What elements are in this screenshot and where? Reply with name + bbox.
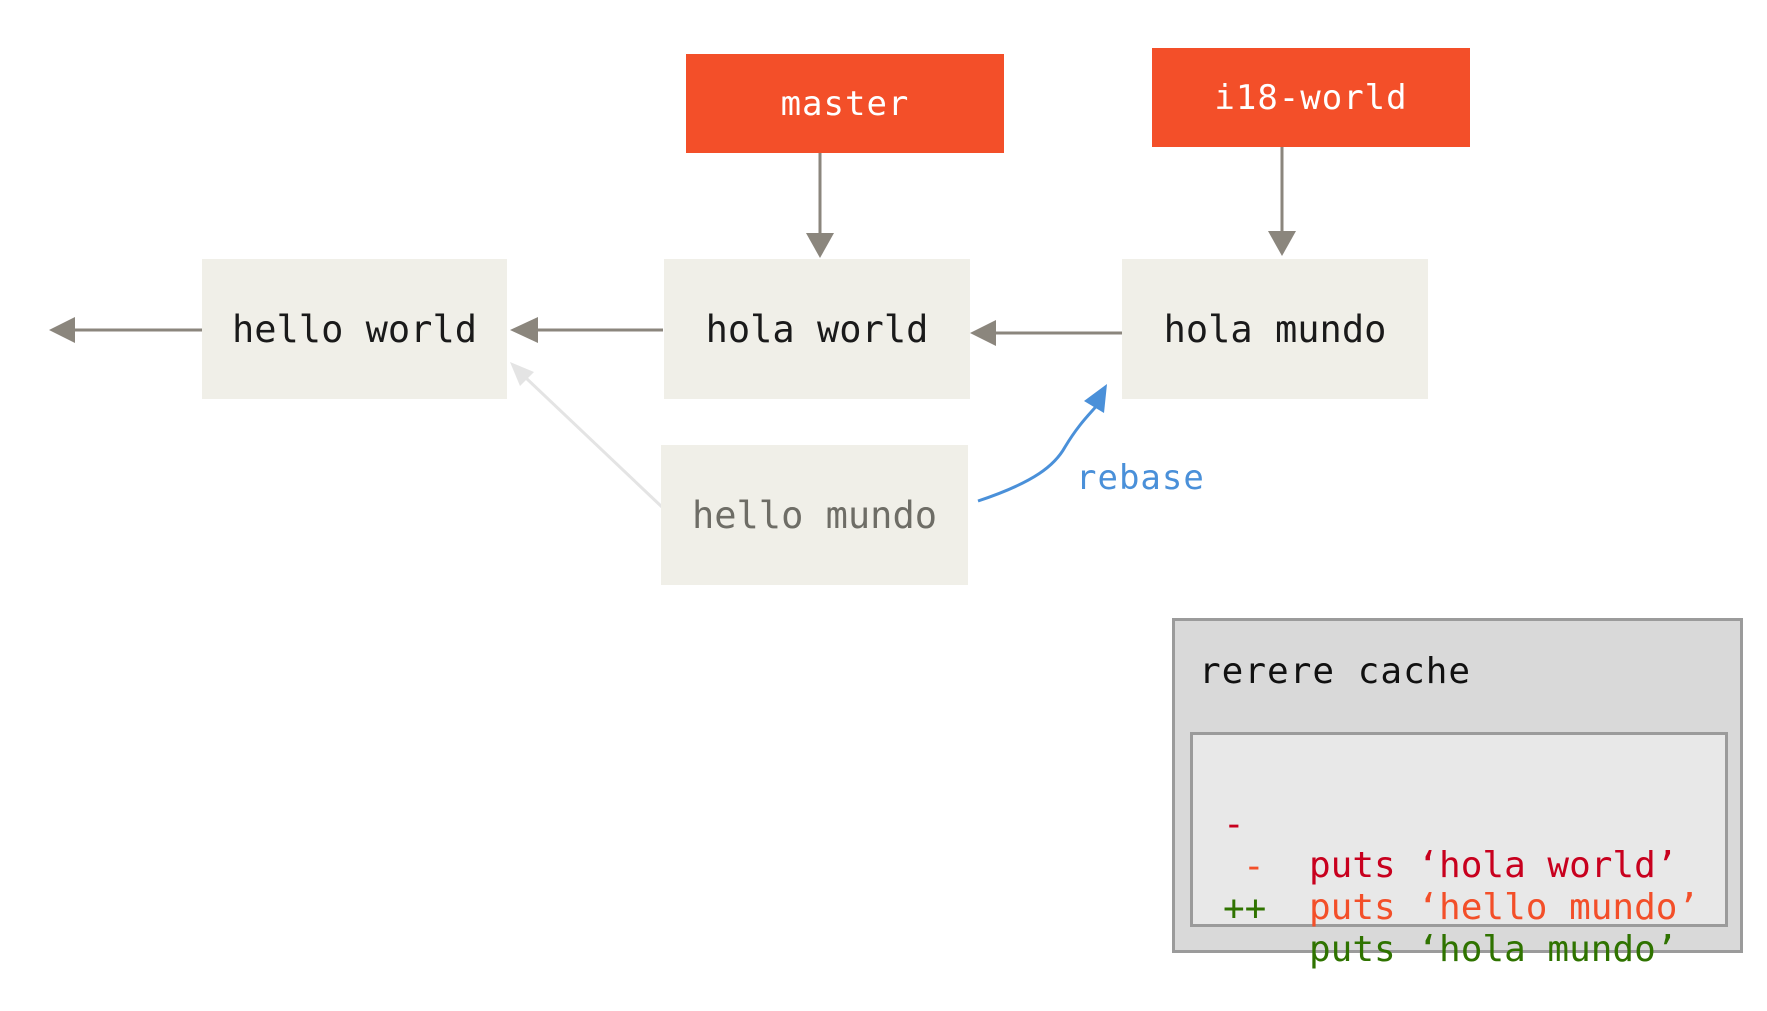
commit-hola-mundo: hola mundo: [1122, 259, 1428, 399]
commit-hola-world-label: hola world: [705, 307, 929, 351]
commit-hola-world: hola world: [664, 259, 970, 399]
diff-line: ++ puts ‘hola mundo’: [1193, 847, 1725, 1011]
parent-arrow: [49, 317, 202, 343]
diff-line: - puts ‘hola world’: [1193, 763, 1725, 927]
hola-mundo-to-hola-world-arrow: [970, 320, 1122, 346]
rebase-arrow: [977, 384, 1107, 503]
i18-world-pointer-arrow: [1268, 147, 1296, 256]
branch-master-label: master: [780, 83, 910, 124]
diff-prefix: -: [1243, 846, 1265, 887]
commit-hello-mundo-label: hello mundo: [691, 493, 938, 537]
rerere-cache-box: rerere cache - puts ‘hola world’ - puts …: [1172, 618, 1743, 970]
rerere-cache-diff: - puts ‘hola world’ - puts ‘hello mundo’…: [1190, 732, 1728, 970]
hola-world-to-hello-world-arrow: [510, 317, 663, 343]
branch-i18-world: i18-world: [1152, 48, 1470, 147]
commit-hello-world: hello world: [202, 259, 507, 399]
rerere-cache-title: rerere cache: [1199, 651, 1472, 692]
diff-code: puts ‘hello mundo’: [1309, 887, 1700, 928]
diff-line: - puts ‘hello mundo’: [1193, 805, 1725, 969]
branch-master: master: [686, 54, 1004, 153]
diff-prefix: ++: [1223, 888, 1267, 929]
commit-hello-mundo: hello mundo: [661, 445, 968, 585]
diff-code: puts ‘hola mundo’: [1309, 929, 1678, 970]
ghost-parent-arrow: [510, 362, 664, 509]
branch-i18-world-label: i18-world: [1214, 77, 1408, 118]
commit-hello-world-label: hello world: [231, 307, 478, 351]
master-pointer-arrow: [806, 152, 834, 258]
commit-hola-mundo-label: hola mundo: [1163, 307, 1387, 351]
rebase-label: rebase: [1076, 458, 1205, 498]
diff-prefix: -: [1223, 804, 1245, 845]
diff-code: puts ‘hola world’: [1309, 845, 1678, 886]
arrows-layer: [49, 147, 1296, 509]
